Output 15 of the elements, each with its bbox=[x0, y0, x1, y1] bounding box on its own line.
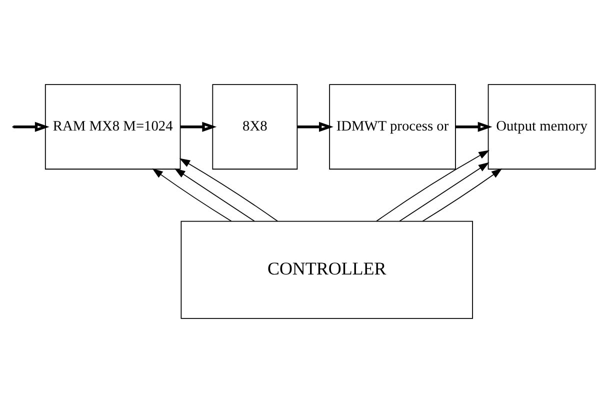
arrow bbox=[174, 168, 255, 222]
node-box: 8X8 bbox=[212, 84, 298, 170]
arrow bbox=[422, 168, 502, 222]
arrow bbox=[399, 162, 490, 222]
node-box: RAM MX8 M=1024 bbox=[44, 84, 181, 170]
arrow bbox=[297, 122, 334, 132]
arrow bbox=[456, 122, 492, 132]
arrow bbox=[13, 122, 50, 132]
arrow bbox=[180, 122, 217, 132]
node-box: IDMWT process or bbox=[329, 84, 456, 170]
arrow bbox=[179, 158, 278, 222]
node-box: Output memory bbox=[488, 84, 596, 170]
arrow bbox=[376, 150, 490, 222]
arrow bbox=[152, 168, 232, 222]
node-box: CONTROLLER bbox=[180, 220, 473, 319]
